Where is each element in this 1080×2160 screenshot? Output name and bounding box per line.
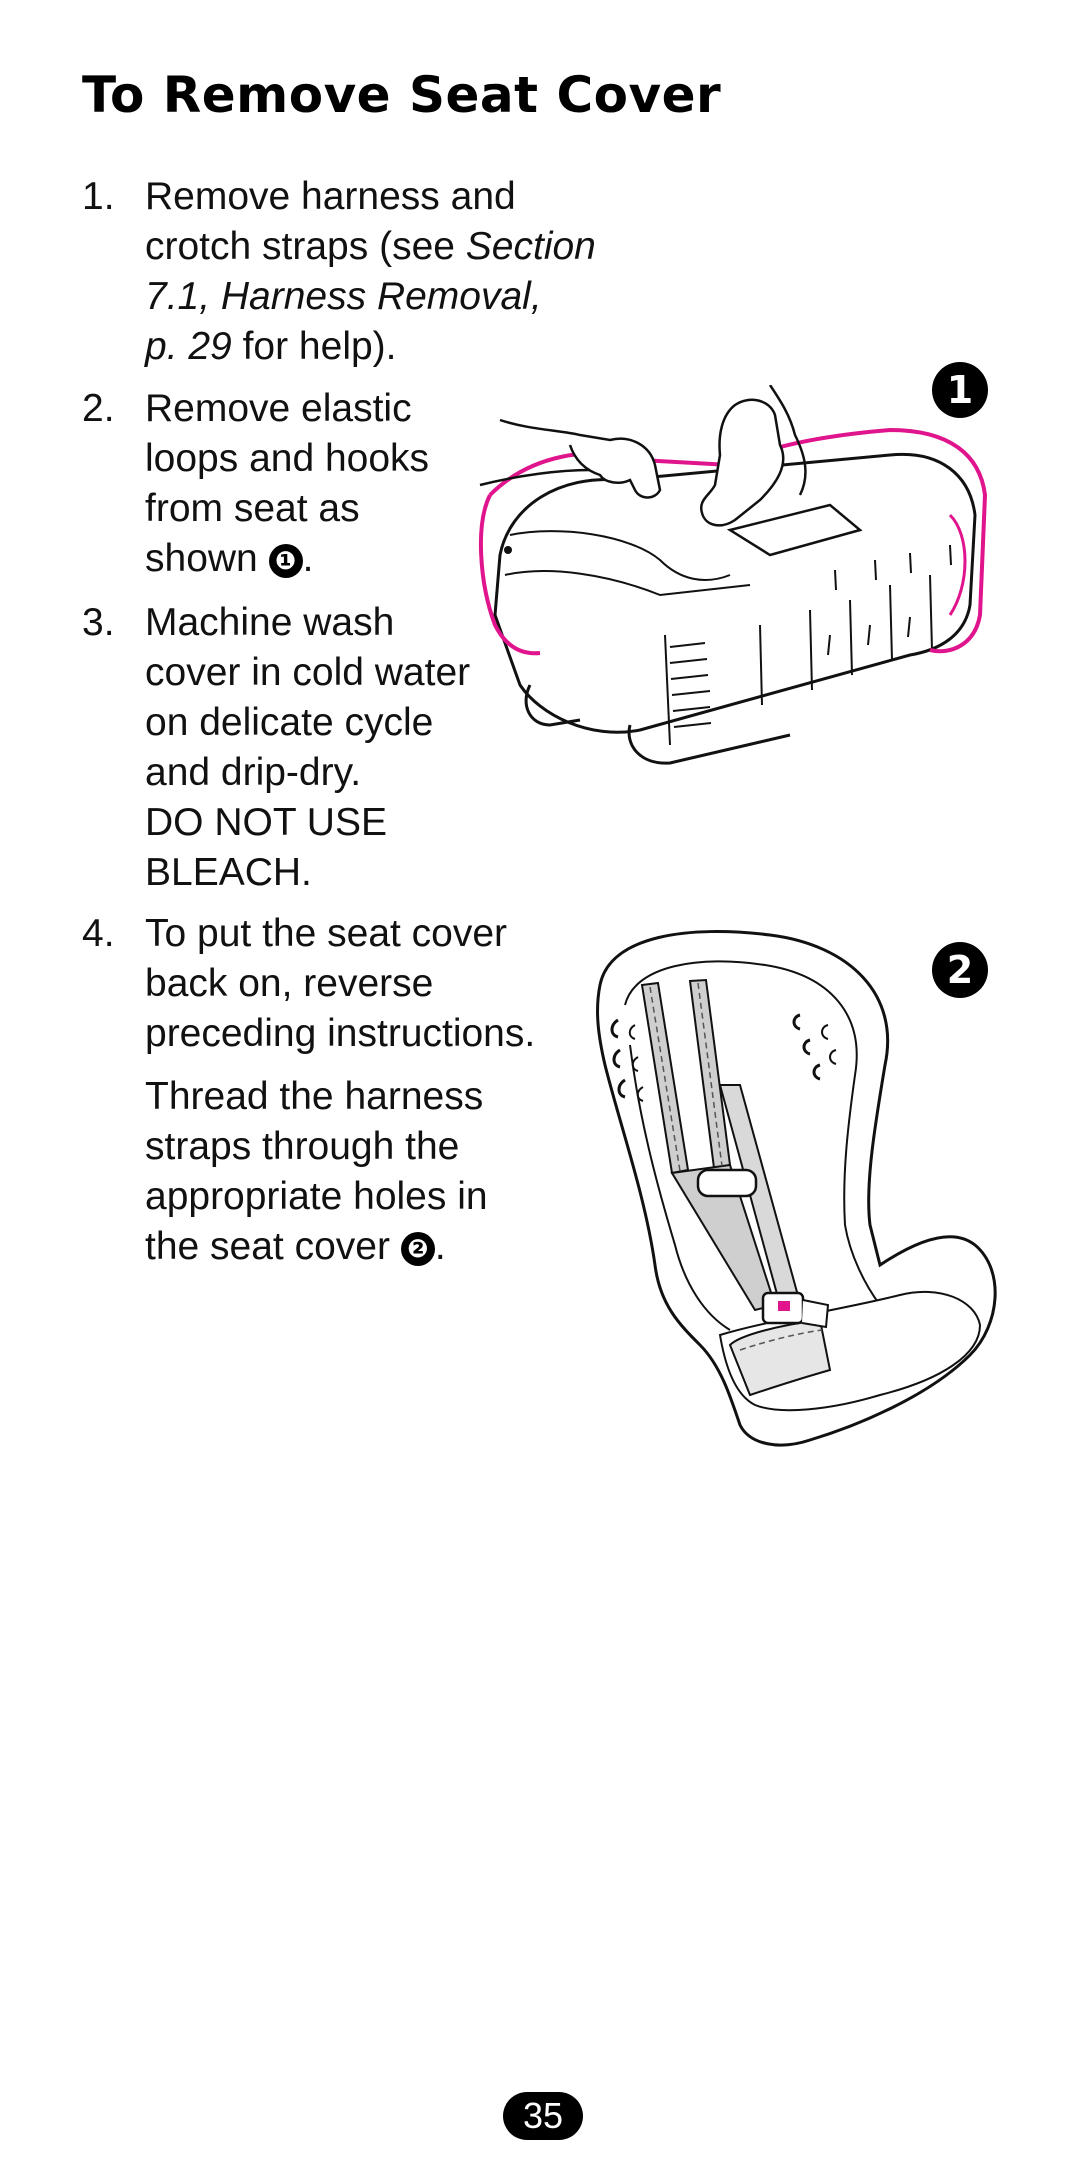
page-reference: p. 29 [145, 325, 232, 368]
step-text: the seat cover [145, 1225, 401, 1268]
step-line: 7.1, Harness Removal, [145, 272, 596, 322]
step-line: Remove elastic [145, 387, 412, 430]
step-line: from seat as [145, 487, 360, 530]
section-reference: 7.1, Harness Removal, [145, 275, 542, 318]
step-line: p. 29 for help). [145, 322, 596, 372]
step-line: crotch straps (see Section [145, 222, 596, 272]
warning-line: BLEACH. [145, 851, 312, 894]
step-line: Remove harness and [145, 172, 596, 222]
step-text: shown [145, 537, 269, 580]
step-line: cover in cold water [145, 651, 471, 694]
figure-callout-2: ❷ [400, 1232, 435, 1266]
step-number: 2. [82, 387, 115, 430]
section-reference: Section [465, 225, 596, 268]
step-text: . [434, 1225, 446, 1268]
step-line: preceding instructions. [145, 1012, 536, 1055]
step-line: To put the seat cover [145, 912, 508, 955]
step-line: straps through the [145, 1125, 460, 1168]
hands-removing-seat-cover-illustration [478, 385, 988, 765]
step-line: the seat cover ❷. [145, 1222, 488, 1272]
step-line: Thread the harness [145, 1075, 484, 1118]
figure-2-marker: 2 [932, 942, 988, 998]
step-line: back on, reverse [145, 962, 434, 1005]
step-line: loops and hooks [145, 437, 430, 480]
step-text: for help). [231, 325, 397, 368]
step-number: 4. [82, 912, 115, 955]
figure-callout-1: ❶ [268, 544, 303, 578]
step-line: shown ❶. [145, 534, 429, 584]
step-number: 1. [82, 175, 115, 218]
page-number: 35 [503, 2092, 583, 2140]
step-line: and drip-dry. [145, 751, 362, 794]
car-seat-with-harness-illustration [596, 930, 997, 1447]
step-text: . [302, 537, 314, 580]
figure-1-marker: 1 [932, 362, 988, 418]
warning-line: DO NOT USE [145, 801, 387, 844]
step-number: 3. [82, 601, 115, 644]
step-line: appropriate holes in [145, 1175, 488, 1218]
step-line: on delicate cycle [145, 701, 434, 744]
page-title: To Remove Seat Cover [82, 66, 722, 124]
step-text: crotch straps (see [145, 225, 466, 268]
step-text: Remove harness and [145, 175, 516, 218]
step-line: Machine wash [145, 601, 395, 644]
